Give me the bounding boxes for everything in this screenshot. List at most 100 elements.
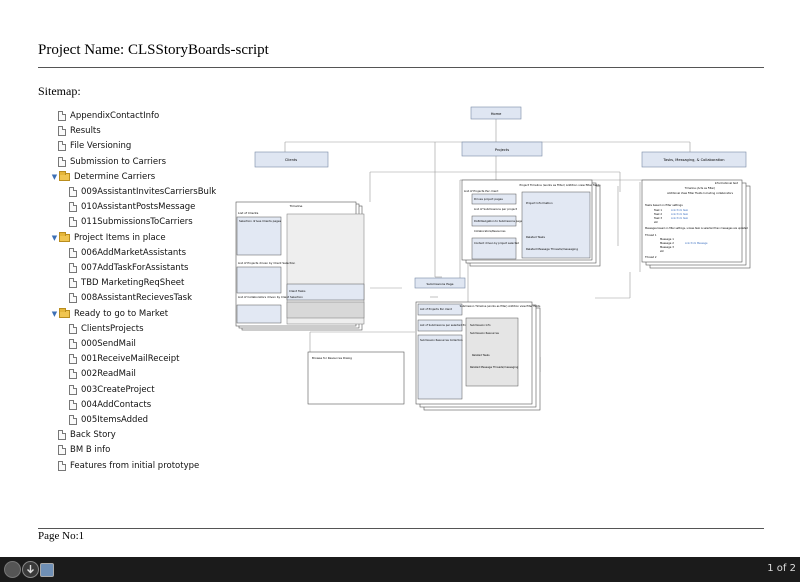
diagram-link-message: Link from Message [685,242,708,245]
diagram-link-task-3: Link from task [671,217,689,220]
sitemap-page[interactable]: TBD MarketingReqSheet [69,276,184,290]
diagram-thread2: Thread 2 [645,255,657,259]
page-icon [58,430,66,441]
diagram-additional-view: Additional View Filter Fields Including … [667,191,734,195]
diagram-client-tasks: Client Tasks [289,289,306,293]
expand-toggle-icon[interactable]: ▼ [51,309,58,318]
diagram-message1: Message 1 [660,237,674,241]
page-icon [58,111,66,121]
diagram-sub-related-message: Related Message Threads/messaging [470,365,519,369]
sitemap-item-label: 011SubmissionsToCarriers [81,217,193,228]
page-icon [69,399,77,410]
sitemap-item-label: 008AssistantRecievesTask [81,293,192,304]
sitemap-page[interactable]: AppendixContactInfo [58,109,159,123]
page-icon [69,247,77,258]
sitemap-page[interactable]: ClientsProjects [69,322,144,336]
sitemap-folder[interactable]: ▼ Project Items in place [50,231,166,245]
sitemap-item-label: Project Items in place [74,232,166,243]
diagram-tasks: Tasks, Messaging, & Collaboration [662,158,724,162]
sitemap-item-label: 002ReadMail [81,369,136,380]
sitemap-item-label: 005ItemsAdded [81,415,149,425]
sitemap-item-label: Results [70,126,101,137]
page-icon [58,126,66,137]
page-icon [69,278,77,289]
diagram-project-information: Project Information [526,201,553,205]
diagram-tasks-based: Tasks based on filter settings [645,203,683,207]
sitemap-folder[interactable]: ▼Determine Carriers [50,170,155,184]
sitemap-page[interactable]: Back Story [58,428,116,442]
page-icon [69,384,77,395]
diagram-list-collab: List of Collaborators driven by Client S… [238,295,303,299]
sitemap-folder[interactable]: ▼ Ready to go to Market [50,307,168,321]
sitemap-page[interactable]: Submission to Carriers [58,155,166,169]
sitemap-item-label: AppendixContactInfo [70,111,160,121]
diagram-drives-submission: DAN Navigation to Submissions page [474,219,523,223]
sitemap-page[interactable]: Features from initial prototype [58,459,199,473]
page-icon [58,141,66,152]
diagram-informational: Informational text [715,181,738,185]
diagram-related-tasks: Related Tasks [526,235,546,239]
diagram-task3: Task 3 [654,216,662,220]
download-icon[interactable] [22,561,39,578]
page-icon [69,293,77,304]
header-divider [38,67,764,68]
page-number: Page No:1 [38,530,85,542]
sitemap-item-label: TBD MarketingReqSheet [81,278,185,289]
sitemap-page[interactable]: 003CreateProject [69,383,155,397]
diagram-drives-project-pages: Drives project pages [474,197,503,201]
diagram-sub-info: Submission Info [470,323,491,327]
diagram-submissions-page: Submissions Page [427,282,454,286]
page-indicator: 1 of 2 [767,563,796,574]
footer-divider [38,528,764,529]
diagram-browse-resources: Browse for Resources Dialog [312,356,352,360]
diagram-list-projects-per-client: List of Projects Per client [464,189,499,193]
sitemap-page[interactable]: 009AssistantInvitesCarriersBulk [69,185,216,199]
sitemap-page[interactable]: 011SubmissionsToCarriers [69,215,193,229]
diagram-selection-drives: Selection drives Clients pages [239,219,282,223]
sitemap-page[interactable]: 000SendMail [69,337,136,351]
page-icon [69,339,77,349]
sitemap-page[interactable]: 001ReceiveMailReceipt [69,352,180,366]
sitemap-item-label: Ready to go to Market [74,308,169,319]
page-icon [69,369,77,380]
sitemap-item-label: 001ReceiveMailReceipt [81,354,180,365]
sitemap-page[interactable]: File Versioning [58,139,131,153]
diagram-sub-resources: Submission Resources Collection [420,338,463,342]
sitemap-page[interactable]: Results [58,124,101,138]
sitemap-page[interactable]: 004AddContacts [69,398,151,412]
diagram-timeline-filter: Timeline (Acts as Filter) [685,186,715,190]
document-page: Project Name: CLSStoryBoards-script Site… [0,0,800,557]
page-icon [69,263,77,273]
page-icon [69,202,77,213]
sitemap-diagram: Home Clients Projects Tasks, Messaging, … [235,106,751,411]
diagram-sub-related-tasks: Related Tasks [472,353,490,357]
sitemap-label: Sitemap: [38,84,81,98]
sitemap-page[interactable]: BM B info [58,443,110,457]
expand-toggle-icon[interactable]: ▼ [51,233,58,242]
sitemap-page[interactable]: 006AddMarketAssistants [69,246,186,260]
sitemap-page[interactable]: 002ReadMail [69,367,136,381]
sitemap-item-label: 009AssistantInvitesCarriersBulk [81,187,217,197]
diagram-projects: Projects [495,148,509,152]
page-icon [69,354,77,365]
sitemap-page[interactable]: 008AssistantRecievesTask [69,291,192,305]
expand-toggle-icon[interactable]: ▼ [51,172,58,181]
diagram-task2: Task 2 [654,212,662,216]
sitemap-page[interactable]: 010AssistantPostsMessage [69,200,195,214]
sitemap-item-label: 010AssistantPostsMessage [81,202,196,213]
diagram-related-message: Related Message Threads/messaging [526,247,578,251]
zoom-icon[interactable] [4,561,21,578]
page-icon [69,187,77,197]
project-title: Project Name: CLSStoryBoards-script [38,42,269,58]
sitemap-page[interactable]: 007AddTaskForAssistants [69,261,188,275]
page-icon [58,156,66,167]
diagram-link-task-1: Link from task [671,209,689,212]
sitemap-item-label: Back Story [70,430,116,441]
diagram-list-submissions: List of Submissions per project [474,207,518,211]
diagram-sub-resources2: Submission Resources [470,331,500,335]
diagram-list-clients: List of Clients [238,211,259,215]
folder-icon [59,170,70,181]
sitemap-page[interactable]: 005ItemsAdded [69,413,148,427]
diagram-timeline: Timeline [289,204,303,208]
thumbnail-icon[interactable] [40,563,54,577]
